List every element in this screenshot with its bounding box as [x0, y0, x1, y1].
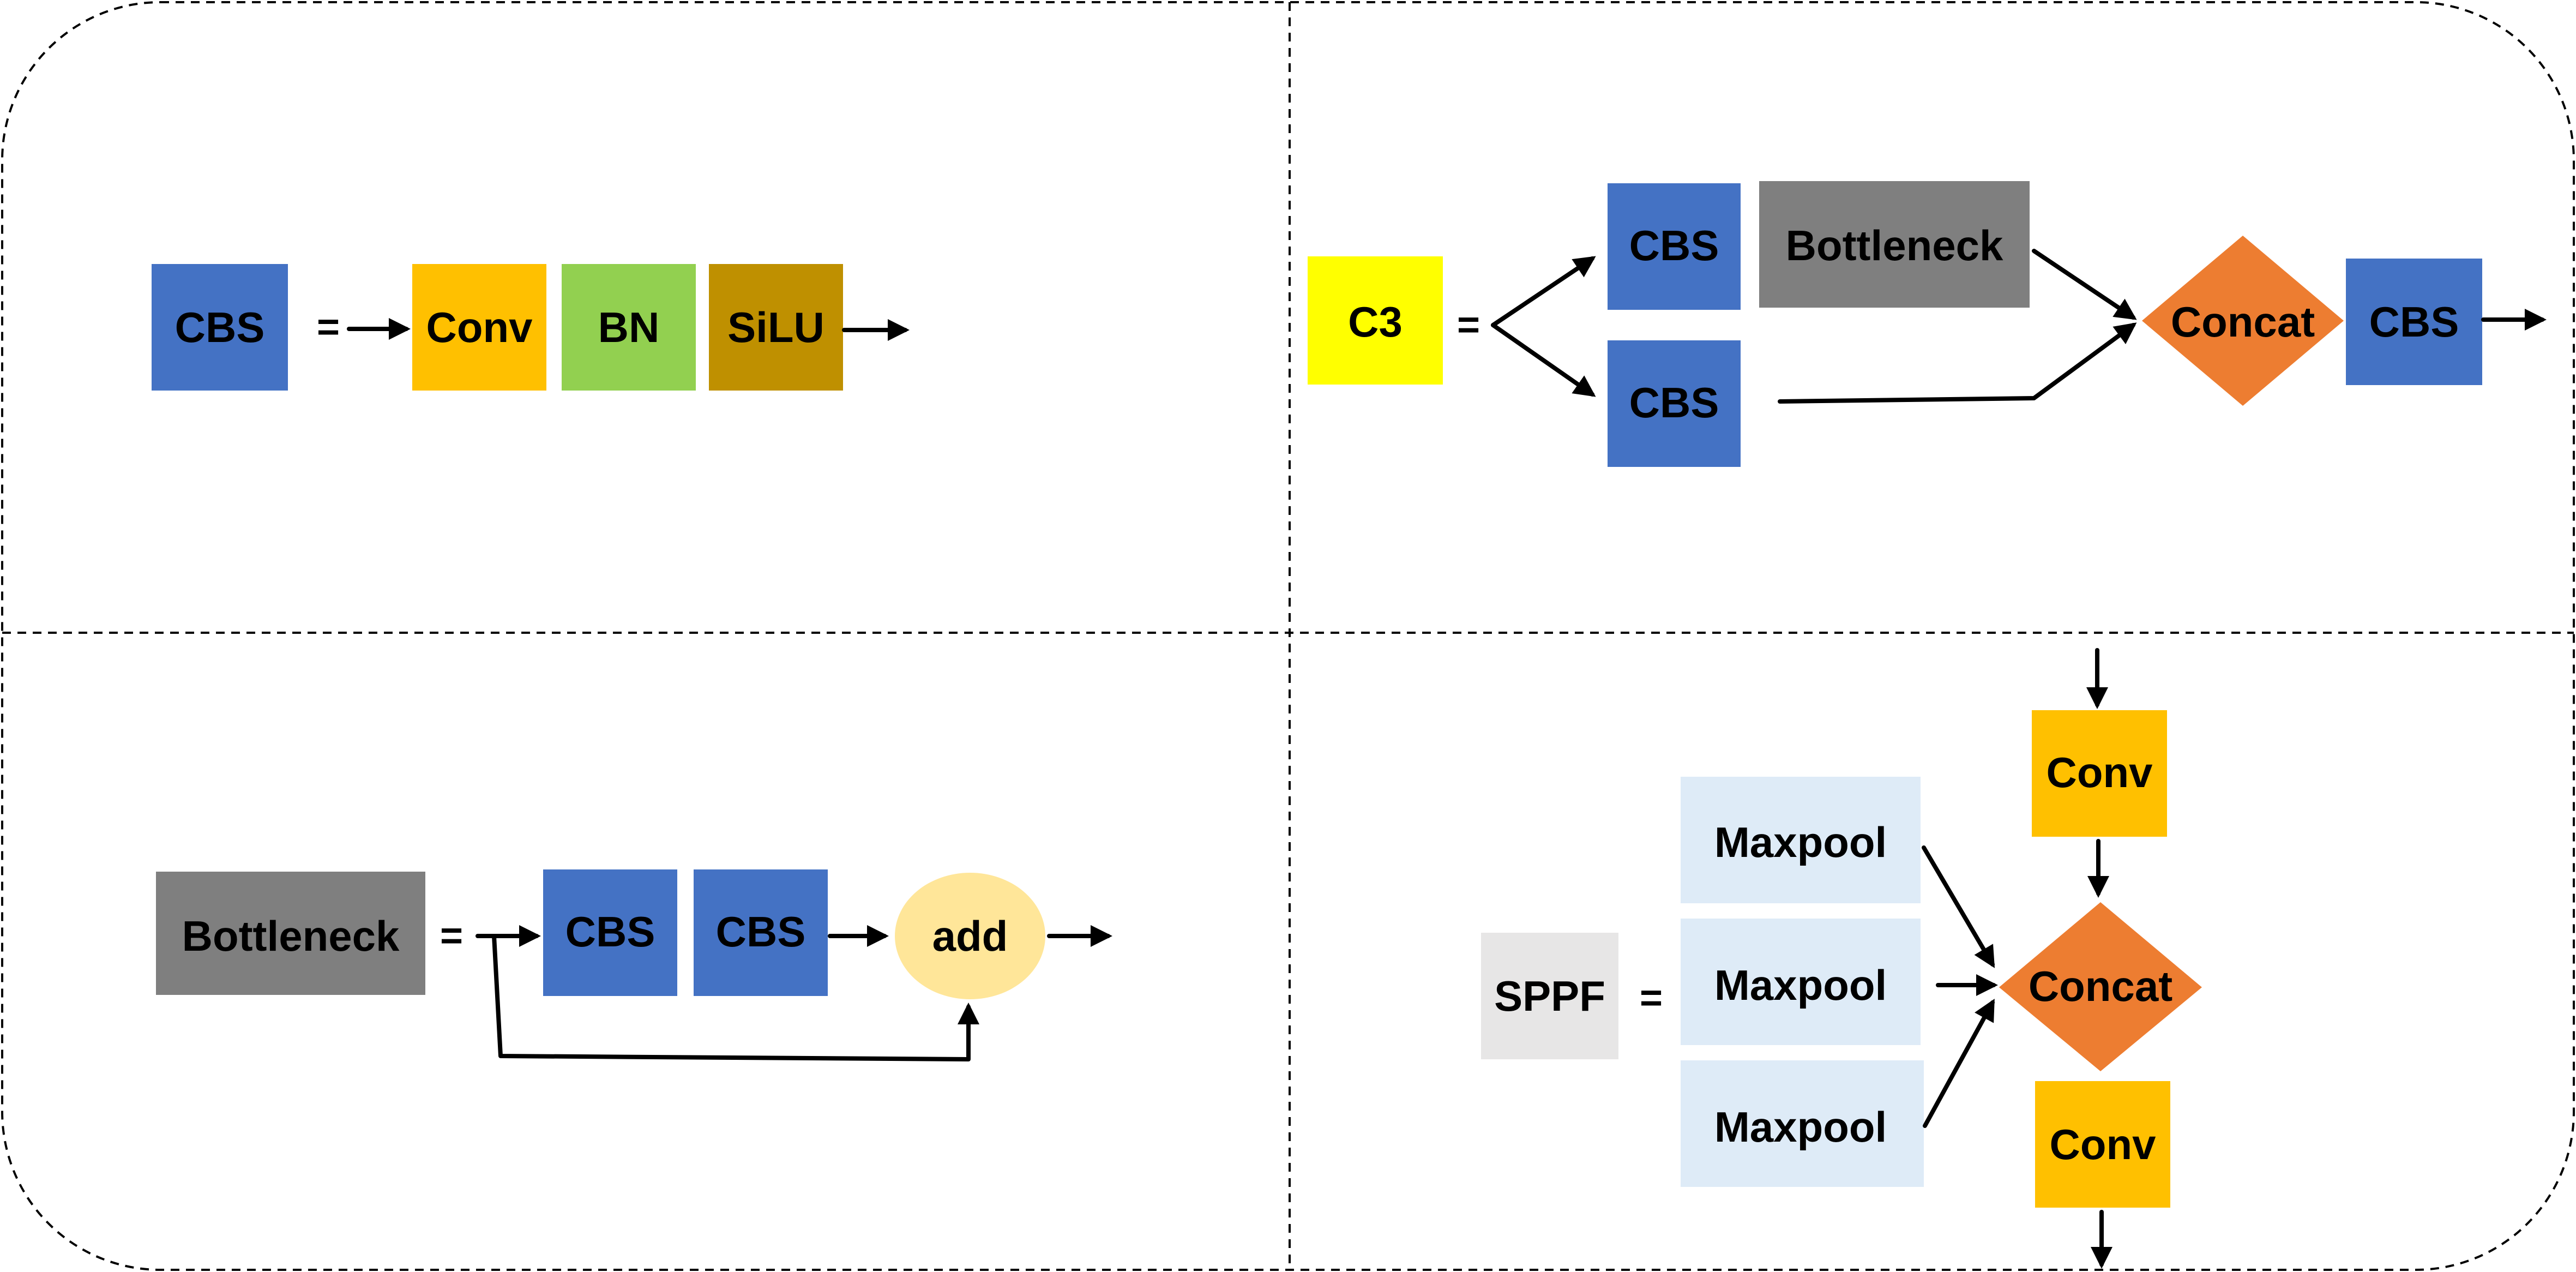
cbs-module-box: CBS: [152, 264, 288, 391]
c3-bottleneck-rect: [1759, 181, 2030, 308]
c3-concat-shape: [2142, 236, 2344, 406]
arrow-to-cbs-top: [1491, 256, 1596, 327]
bottleneck-cbs-1-box: CBS: [543, 869, 677, 996]
arrow-bottleneck-to-concat: [2032, 249, 2137, 320]
bottleneck-cbs-1-label: CBS: [565, 908, 655, 956]
sppf-maxpool-2-box: Maxpool: [1681, 919, 1921, 1045]
silu-label: SiLU: [727, 303, 824, 351]
c3-module-label: C3: [1348, 298, 1403, 346]
sppf-conv-top-rect: [2032, 710, 2167, 837]
c3-cbs-bottom-rect: [1608, 340, 1741, 467]
cbs-definition-panel: CBS = Conv BN SiLU: [152, 264, 910, 391]
c3-equals-sign: =: [1457, 303, 1480, 347]
cbs-equals-sign: =: [317, 305, 340, 349]
c3-cbs-out-rect: [2346, 259, 2482, 385]
silu-rect: [709, 264, 843, 391]
bottleneck-cbs-2-label: CBS: [716, 908, 806, 956]
bottleneck-cbs-2-rect: [694, 869, 828, 996]
sppf-maxpool-3-label: Maxpool: [1714, 1103, 1887, 1151]
c3-concat-diamond: Concat: [2142, 236, 2344, 406]
bn-label: BN: [598, 303, 660, 351]
c3-concat-label: Concat: [2171, 298, 2315, 346]
bottleneck-module-box: Bottleneck: [156, 872, 425, 995]
add-node: add: [895, 873, 1045, 999]
conv-rect: [412, 264, 546, 391]
bottleneck-equals-sign: =: [440, 914, 463, 958]
c3-cbs-bottom-label: CBS: [1629, 379, 1719, 427]
sppf-equals-sign: =: [1640, 976, 1663, 1020]
bottleneck-module-label: Bottleneck: [182, 912, 400, 960]
sppf-module-box: SPPF: [1481, 933, 1618, 1059]
sppf-module-rect: [1481, 933, 1618, 1059]
sppf-concat-label: Concat: [2029, 962, 2172, 1010]
sppf-conv-top-box: Conv: [2032, 710, 2167, 837]
sppf-concat-shape: [1999, 902, 2202, 1071]
bottleneck-cbs-2-box: CBS: [694, 869, 828, 996]
sppf-conv-bottom-box: Conv: [2035, 1081, 2170, 1208]
c3-module-box: C3: [1308, 256, 1443, 385]
sppf-maxpool-1-rect: [1681, 777, 1921, 903]
sppf-conv-top-label: Conv: [2047, 748, 2153, 796]
arrow-maxpool-1-to-concat: [1922, 845, 1995, 968]
sppf-concat-diamond: Concat: [1999, 902, 2202, 1071]
c3-definition-panel: C3 = CBS Bottleneck CBS Concat CBS: [1308, 181, 2547, 467]
c3-cbs-top-box: CBS: [1608, 183, 1741, 310]
arrow-to-cbs-bottom: [1491, 323, 1596, 397]
sppf-maxpool-2-rect: [1681, 919, 1921, 1045]
sppf-module-label: SPPF: [1494, 972, 1605, 1020]
bottleneck-cbs-1-rect: [543, 869, 677, 996]
arrow-maxpool-3-to-concat: [1923, 998, 1995, 1128]
sppf-maxpool-3-rect: [1681, 1060, 1924, 1187]
sppf-maxpool-1-box: Maxpool: [1681, 777, 1921, 903]
bottleneck-definition-panel: Bottleneck = CBS CBS add: [156, 869, 1112, 1061]
bn-box: BN: [562, 264, 696, 391]
c3-cbs-out-label: CBS: [2369, 298, 2459, 346]
conv-box: Conv: [412, 264, 546, 391]
add-ellipse: [895, 873, 1045, 999]
c3-module-rect: [1308, 256, 1443, 385]
cbs-module-rect: [152, 264, 288, 391]
sppf-definition-panel: SPPF = Conv Maxpool Maxpool Maxpool Conc…: [1481, 648, 2202, 1269]
c3-bottleneck-label: Bottleneck: [1786, 221, 2003, 269]
c3-cbs-top-label: CBS: [1629, 221, 1719, 269]
sppf-maxpool-1-label: Maxpool: [1714, 818, 1887, 866]
arrow-cbs-bottom-to-concat: [1778, 322, 2137, 404]
c3-cbs-top-rect: [1608, 183, 1741, 310]
c3-cbs-bottom-box: CBS: [1608, 340, 1741, 467]
c3-cbs-out-box: CBS: [2346, 259, 2482, 385]
c3-bottleneck-box: Bottleneck: [1759, 181, 2030, 308]
sppf-maxpool-2-label: Maxpool: [1714, 961, 1887, 1009]
add-label: add: [932, 912, 1008, 960]
conv-label: Conv: [426, 303, 533, 351]
residual-shortcut-arrow: [492, 934, 979, 1061]
sppf-conv-bottom-label: Conv: [2050, 1120, 2157, 1168]
bottleneck-module-rect: [156, 872, 425, 995]
silu-box: SiLU: [709, 264, 843, 391]
sppf-maxpool-3-box: Maxpool: [1681, 1060, 1924, 1187]
cbs-module-label: CBS: [175, 303, 265, 351]
bn-rect: [562, 264, 696, 391]
sppf-conv-bottom-rect: [2035, 1081, 2170, 1208]
